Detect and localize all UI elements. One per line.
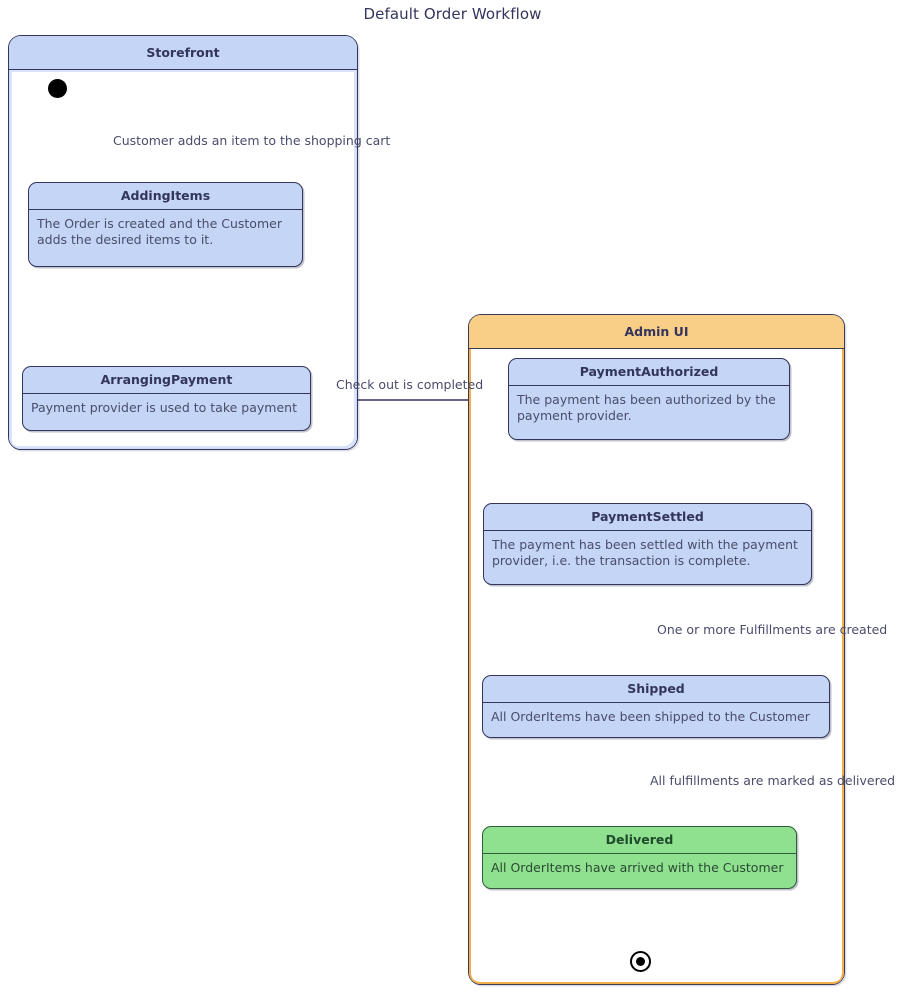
state-paymentauthorized[interactable]: PaymentAuthorized The payment has been a… [508,358,790,440]
edge-label-fulfillments-delivered: All fulfillments are marked as delivered [650,773,896,788]
state-arrangingpayment-name: ArrangingPayment [23,367,310,394]
edge-label-fulfillments-created: One or more Fulfillments are created [657,622,888,637]
state-paymentsettled-name: PaymentSettled [484,504,811,531]
edge-label-customer-adds-item: Customer adds an item to the shopping ca… [113,133,391,148]
region-adminui-label: Admin UI [469,315,844,349]
state-shipped-name: Shipped [483,676,829,703]
state-delivered[interactable]: Delivered All OrderItems have arrived wi… [482,826,797,889]
state-addingitems-name: AddingItems [29,183,302,210]
state-arrangingpayment-description: Payment provider is used to take payment [31,400,297,415]
final-state-node [630,951,651,972]
state-paymentauthorized-description: The payment has been authorized by the p… [517,392,776,423]
edge-label-check-out-completed: Check out is completed [336,377,484,392]
region-storefront-label: Storefront [9,36,357,70]
state-addingitems-description: The Order is created and the Customer ad… [37,216,282,247]
state-paymentsettled-description: The payment has been settled with the pa… [492,537,798,568]
initial-state-node [48,79,67,98]
state-shipped-description: All OrderItems have been shipped to the … [491,709,810,724]
state-paymentsettled[interactable]: PaymentSettled The payment has been sett… [483,503,812,585]
state-delivered-description: All OrderItems have arrived with the Cus… [491,860,784,875]
state-arrangingpayment[interactable]: ArrangingPayment Payment provider is use… [22,366,311,431]
state-addingitems[interactable]: AddingItems The Order is created and the… [28,182,303,267]
state-paymentauthorized-name: PaymentAuthorized [509,359,789,386]
diagram-title: Default Order Workflow [363,5,542,23]
state-delivered-name: Delivered [483,827,796,854]
state-shipped[interactable]: Shipped All OrderItems have been shipped… [482,675,830,738]
